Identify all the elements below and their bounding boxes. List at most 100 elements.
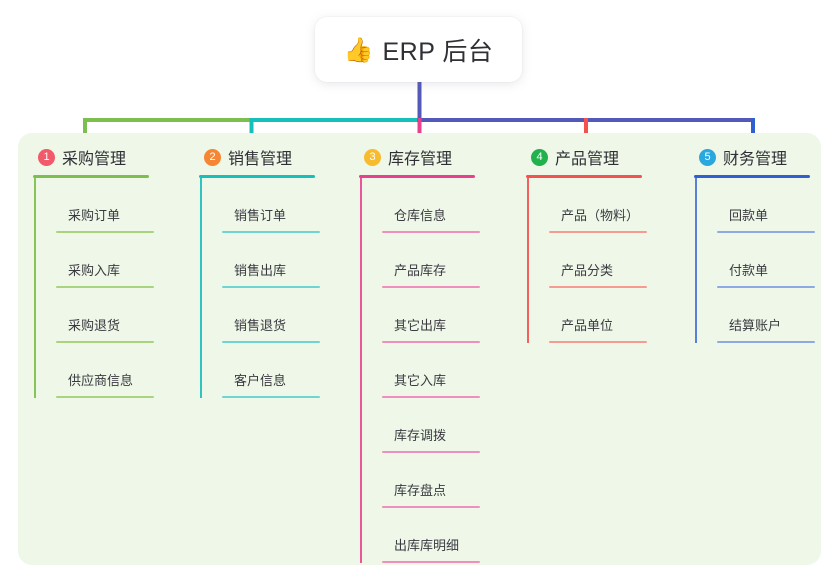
list-item[interactable]: 其它出库 (382, 288, 519, 343)
leaf-rule (222, 231, 320, 233)
list-item[interactable]: 其它入库 (382, 343, 519, 398)
branch-items-1: 采购订单 采购入库 采购退货 供应商信息 (34, 178, 193, 398)
branch-badge-1: 1 (38, 148, 55, 166)
branch-spine-1 (34, 178, 36, 398)
branch-badge-4: 4 (531, 148, 548, 166)
leaf-label: 库存盘点 (394, 483, 447, 498)
list-item[interactable]: 客户信息 (222, 343, 359, 398)
leaf-label: 销售退货 (234, 318, 287, 333)
leaf-label: 客户信息 (234, 373, 287, 388)
thumbs-up-icon: 👍 (343, 35, 374, 64)
list-item[interactable]: 仓库信息 (382, 178, 519, 233)
list-item[interactable]: 库存盘点 (382, 453, 519, 508)
leaf-label: 结算账户 (729, 318, 782, 333)
branch-header-2[interactable]: 2 销售管理 (199, 144, 359, 170)
branch-header-3[interactable]: 3 库存管理 (359, 144, 519, 170)
branch-columns: 1 采购管理 采购订单 采购入库 采购退货 供应商信 (18, 133, 821, 565)
leaf-rule (382, 231, 480, 233)
list-item[interactable]: 结算账户 (717, 288, 839, 343)
branches-panel (18, 133, 821, 565)
leaf-label: 其它出库 (394, 318, 447, 333)
leaf-rule (382, 561, 480, 563)
branch-header-1[interactable]: 1 采购管理 (33, 144, 193, 170)
list-item[interactable]: 产品分类 (549, 233, 686, 288)
branch-items-2: 销售订单 销售出库 销售退货 客户信息 (200, 178, 359, 398)
branch-column-4: 4 产品管理 产品（物料） 产品分类 产品单位 (526, 144, 686, 343)
leaf-label: 其它入库 (394, 373, 447, 388)
branch-badge-2: 2 (204, 148, 221, 166)
leaf-rule (382, 506, 480, 508)
list-item[interactable]: 产品单位 (549, 288, 686, 343)
leaf-rule (56, 396, 154, 398)
leaf-label: 回款单 (729, 208, 769, 223)
branch-column-2: 2 销售管理 销售订单 销售出库 销售退货 客户信息 (199, 144, 359, 398)
branch-badge-3: 3 (364, 148, 381, 166)
branch-items-3: 仓库信息 产品库存 其它出库 其它入库 库存调拨 (360, 178, 519, 563)
list-item[interactable]: 回款单 (717, 178, 839, 233)
list-item[interactable]: 出库库明细 (382, 508, 519, 563)
leaf-rule (549, 341, 647, 343)
leaf-label: 采购退货 (68, 318, 121, 333)
leaf-rule (56, 341, 154, 343)
branch-header-5[interactable]: 5 财务管理 (694, 144, 839, 170)
leaf-label: 采购订单 (68, 208, 121, 223)
branch-spine-4 (527, 178, 529, 343)
list-item[interactable]: 库存调拨 (382, 398, 519, 453)
leaf-label: 产品（物料） (561, 208, 640, 223)
leaf-label: 库存调拨 (394, 428, 447, 443)
list-item[interactable]: 产品库存 (382, 233, 519, 288)
leaf-label: 采购入库 (68, 263, 121, 278)
leaf-label: 产品库存 (394, 263, 447, 278)
list-item[interactable]: 付款单 (717, 233, 839, 288)
branch-title-2: 销售管理 (228, 151, 293, 168)
leaf-label: 销售出库 (234, 263, 287, 278)
branch-rule-1 (33, 175, 149, 178)
leaf-rule (717, 286, 815, 288)
root-node-card[interactable]: 👍 ERP 后台 (315, 17, 522, 82)
leaf-rule (549, 286, 647, 288)
leaf-rule (382, 451, 480, 453)
leaf-label: 产品单位 (561, 318, 614, 333)
branch-title-4: 产品管理 (555, 151, 620, 168)
leaf-rule (222, 286, 320, 288)
leaf-rule (222, 341, 320, 343)
list-item[interactable]: 销售出库 (222, 233, 359, 288)
leaf-rule (382, 396, 480, 398)
leaf-rule (56, 286, 154, 288)
root-node-content: 👍 ERP 后台 (344, 32, 494, 68)
leaf-label: 销售订单 (234, 208, 287, 223)
list-item[interactable]: 采购退货 (56, 288, 193, 343)
list-item[interactable]: 销售订单 (222, 178, 359, 233)
branch-rule-3 (359, 175, 475, 178)
leaf-rule (222, 396, 320, 398)
branch-column-5: 5 财务管理 回款单 付款单 结算账户 (694, 144, 839, 343)
leaf-label: 仓库信息 (394, 208, 447, 223)
leaf-rule (717, 231, 815, 233)
list-item[interactable]: 采购入库 (56, 233, 193, 288)
branch-title-3: 库存管理 (388, 151, 453, 168)
leaf-rule (549, 231, 647, 233)
leaf-rule (382, 286, 480, 288)
branch-title-5: 财务管理 (723, 151, 788, 168)
list-item[interactable]: 销售退货 (222, 288, 359, 343)
list-item[interactable]: 采购订单 (56, 178, 193, 233)
branch-spine-3 (360, 178, 362, 563)
branch-items-4: 产品（物料） 产品分类 产品单位 (527, 178, 686, 343)
branch-header-4[interactable]: 4 产品管理 (526, 144, 686, 170)
branch-rule-5 (694, 175, 810, 178)
leaf-label: 供应商信息 (68, 373, 134, 388)
leaf-label: 产品分类 (561, 263, 614, 278)
branch-items-5: 回款单 付款单 结算账户 (695, 178, 839, 343)
branch-title-1: 采购管理 (62, 151, 127, 168)
list-item[interactable]: 产品（物料） (549, 178, 686, 233)
branch-rule-4 (526, 175, 642, 178)
leaf-rule (382, 341, 480, 343)
list-item[interactable]: 供应商信息 (56, 343, 193, 398)
branch-spine-5 (695, 178, 697, 343)
branch-rule-2 (199, 175, 315, 178)
leaf-label: 出库库明细 (394, 538, 460, 553)
root-node-label: ERP 后台 (382, 37, 494, 66)
leaf-rule (717, 341, 815, 343)
branch-column-3: 3 库存管理 仓库信息 产品库存 其它出库 其它入库 (359, 144, 519, 563)
